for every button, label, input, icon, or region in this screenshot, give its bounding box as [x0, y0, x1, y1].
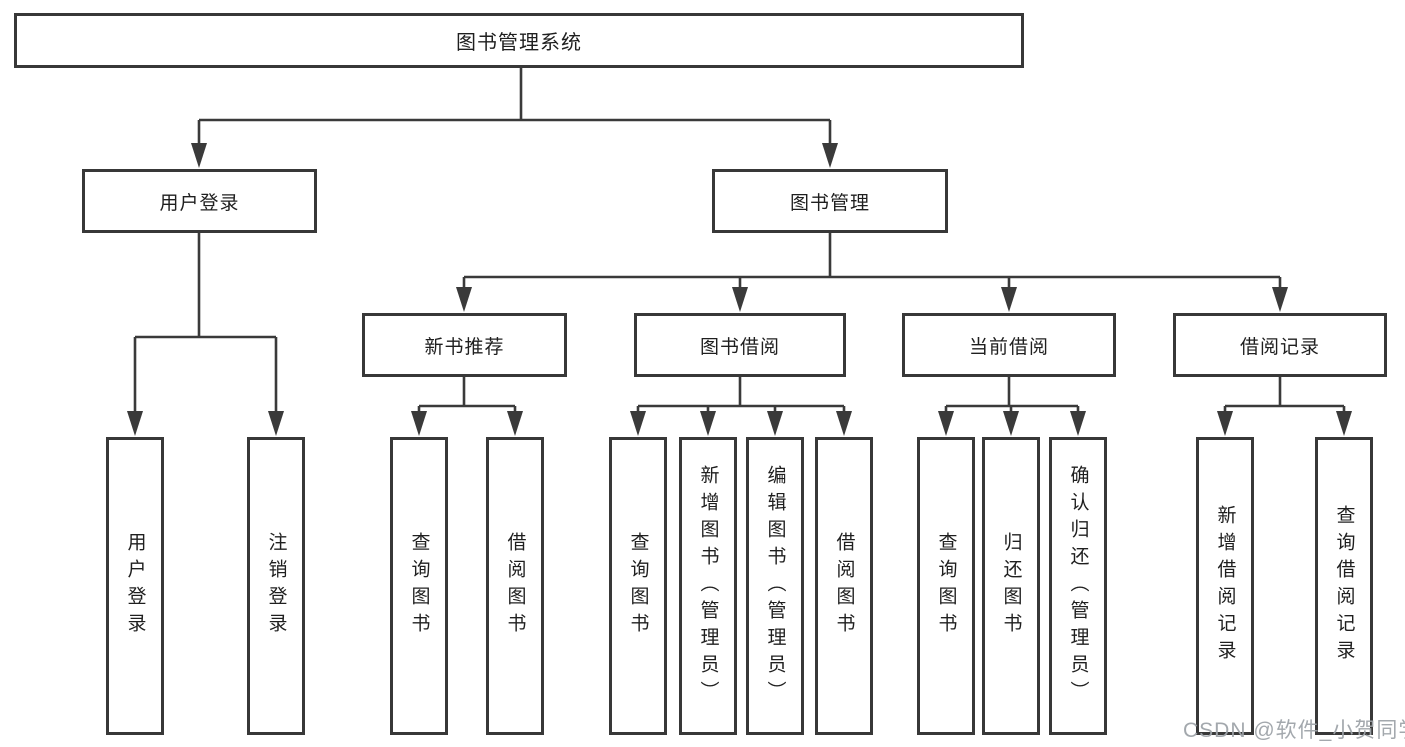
node-label: 图书借阅 [699, 336, 780, 358]
leaf-query-borrow-record: 查询借阅记录 [1315, 437, 1373, 735]
leaf-add-book-admin: 新增图书（管理员） [679, 437, 737, 735]
leaf-query-books-borrow: 查询图书 [609, 437, 667, 735]
node-label: 查询图书 [935, 532, 957, 640]
node-label: 查询借阅记录 [1333, 505, 1355, 667]
node-label: 用户登录 [124, 532, 146, 640]
node-label: 确认归还（管理员） [1067, 464, 1089, 708]
leaf-confirm-return-admin: 确认归还（管理员） [1049, 437, 1107, 735]
node-label: 借阅图书 [833, 532, 855, 640]
node-book-management: 图书管理 [712, 169, 948, 233]
node-label: 当前借阅 [968, 336, 1049, 358]
node-label: 图书管理系统 [456, 32, 582, 54]
node-label: 查询图书 [408, 532, 430, 640]
node-borrow-records: 借阅记录 [1173, 313, 1387, 377]
leaf-query-books-current: 查询图书 [917, 437, 975, 735]
leaf-logout: 注销登录 [247, 437, 305, 735]
node-new-book-recommend: 新书推荐 [362, 313, 567, 377]
node-current-borrow: 当前借阅 [902, 313, 1116, 377]
node-label: 编辑图书（管理员） [764, 464, 786, 708]
node-label: 借阅记录 [1239, 336, 1320, 358]
leaf-edit-book-admin: 编辑图书（管理员） [746, 437, 804, 735]
leaf-user-login: 用户登录 [106, 437, 164, 735]
node-library-system: 图书管理系统 [14, 13, 1024, 68]
node-user-login: 用户登录 [82, 169, 317, 233]
watermark: CSDN @软件_小贺同学 [1183, 719, 1405, 742]
leaf-return-books: 归还图书 [982, 437, 1040, 735]
leaf-add-borrow-record: 新增借阅记录 [1196, 437, 1254, 735]
node-label: 图书管理 [789, 192, 870, 214]
node-label: 用户登录 [159, 192, 240, 214]
node-label: 注销登录 [265, 532, 287, 640]
node-label: 新书推荐 [424, 336, 505, 358]
leaf-borrow-books-recommend: 借阅图书 [486, 437, 544, 735]
node-label: 新增借阅记录 [1214, 505, 1236, 667]
leaf-query-books-recommend: 查询图书 [390, 437, 448, 735]
node-book-borrow: 图书借阅 [634, 313, 846, 377]
node-label: 归还图书 [1000, 532, 1022, 640]
node-label: 新增图书（管理员） [697, 464, 719, 708]
node-label: 借阅图书 [504, 532, 526, 640]
leaf-borrow-books: 借阅图书 [815, 437, 873, 735]
node-label: 查询图书 [627, 532, 649, 640]
